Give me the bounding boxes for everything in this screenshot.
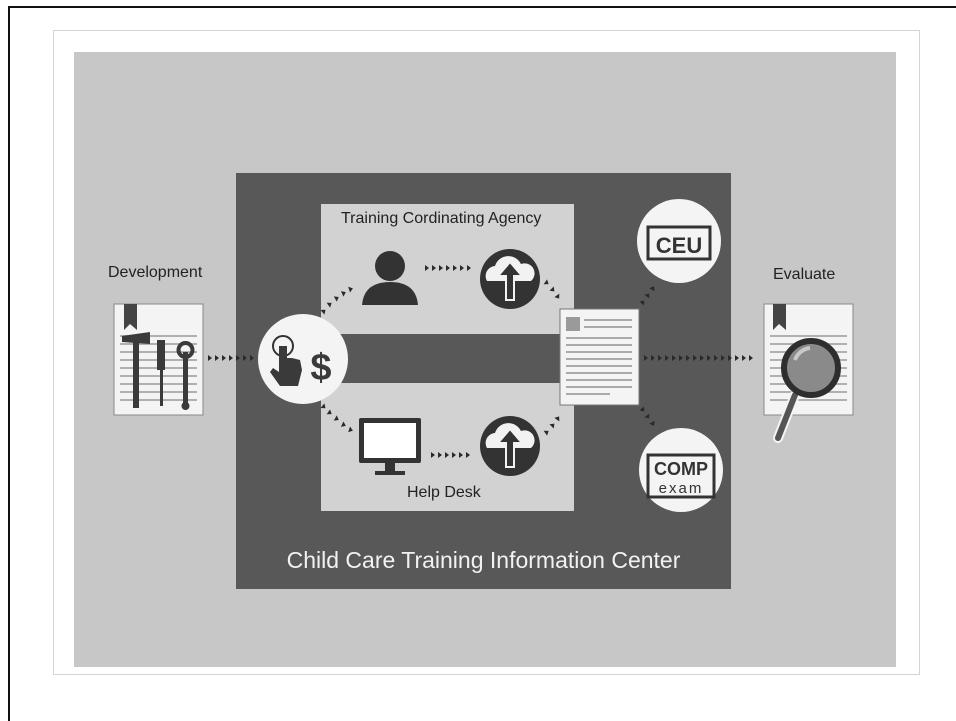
magnifier-document-icon bbox=[763, 303, 854, 443]
agency-label: Training Cordinating Agency bbox=[341, 210, 542, 227]
page-border-left bbox=[8, 6, 10, 721]
ceu-badge-icon: CEU bbox=[637, 199, 721, 283]
svg-text:$: $ bbox=[310, 347, 331, 389]
monitor-icon bbox=[359, 418, 421, 475]
exam-label: exam bbox=[659, 480, 704, 497]
help-desk-label: Help Desk bbox=[407, 484, 481, 501]
report-document-icon bbox=[559, 308, 640, 406]
comp-exam-badge-icon: COMP exam bbox=[639, 428, 723, 512]
comp-label: COMP bbox=[654, 459, 708, 479]
evaluate-label: Evaluate bbox=[773, 266, 836, 283]
center-title: Child Care Training Information Center bbox=[286, 547, 681, 573]
hand-pointer-dollar-icon: $ bbox=[258, 314, 348, 404]
development-label: Development bbox=[108, 264, 203, 281]
cloud-upload-icon bbox=[480, 249, 540, 309]
ceu-label: CEU bbox=[656, 233, 702, 258]
tools-document-icon bbox=[113, 303, 204, 416]
person-icon bbox=[362, 251, 418, 305]
center-band bbox=[321, 334, 574, 383]
page-border-top bbox=[8, 6, 956, 8]
cloud-upload-icon bbox=[480, 416, 540, 476]
